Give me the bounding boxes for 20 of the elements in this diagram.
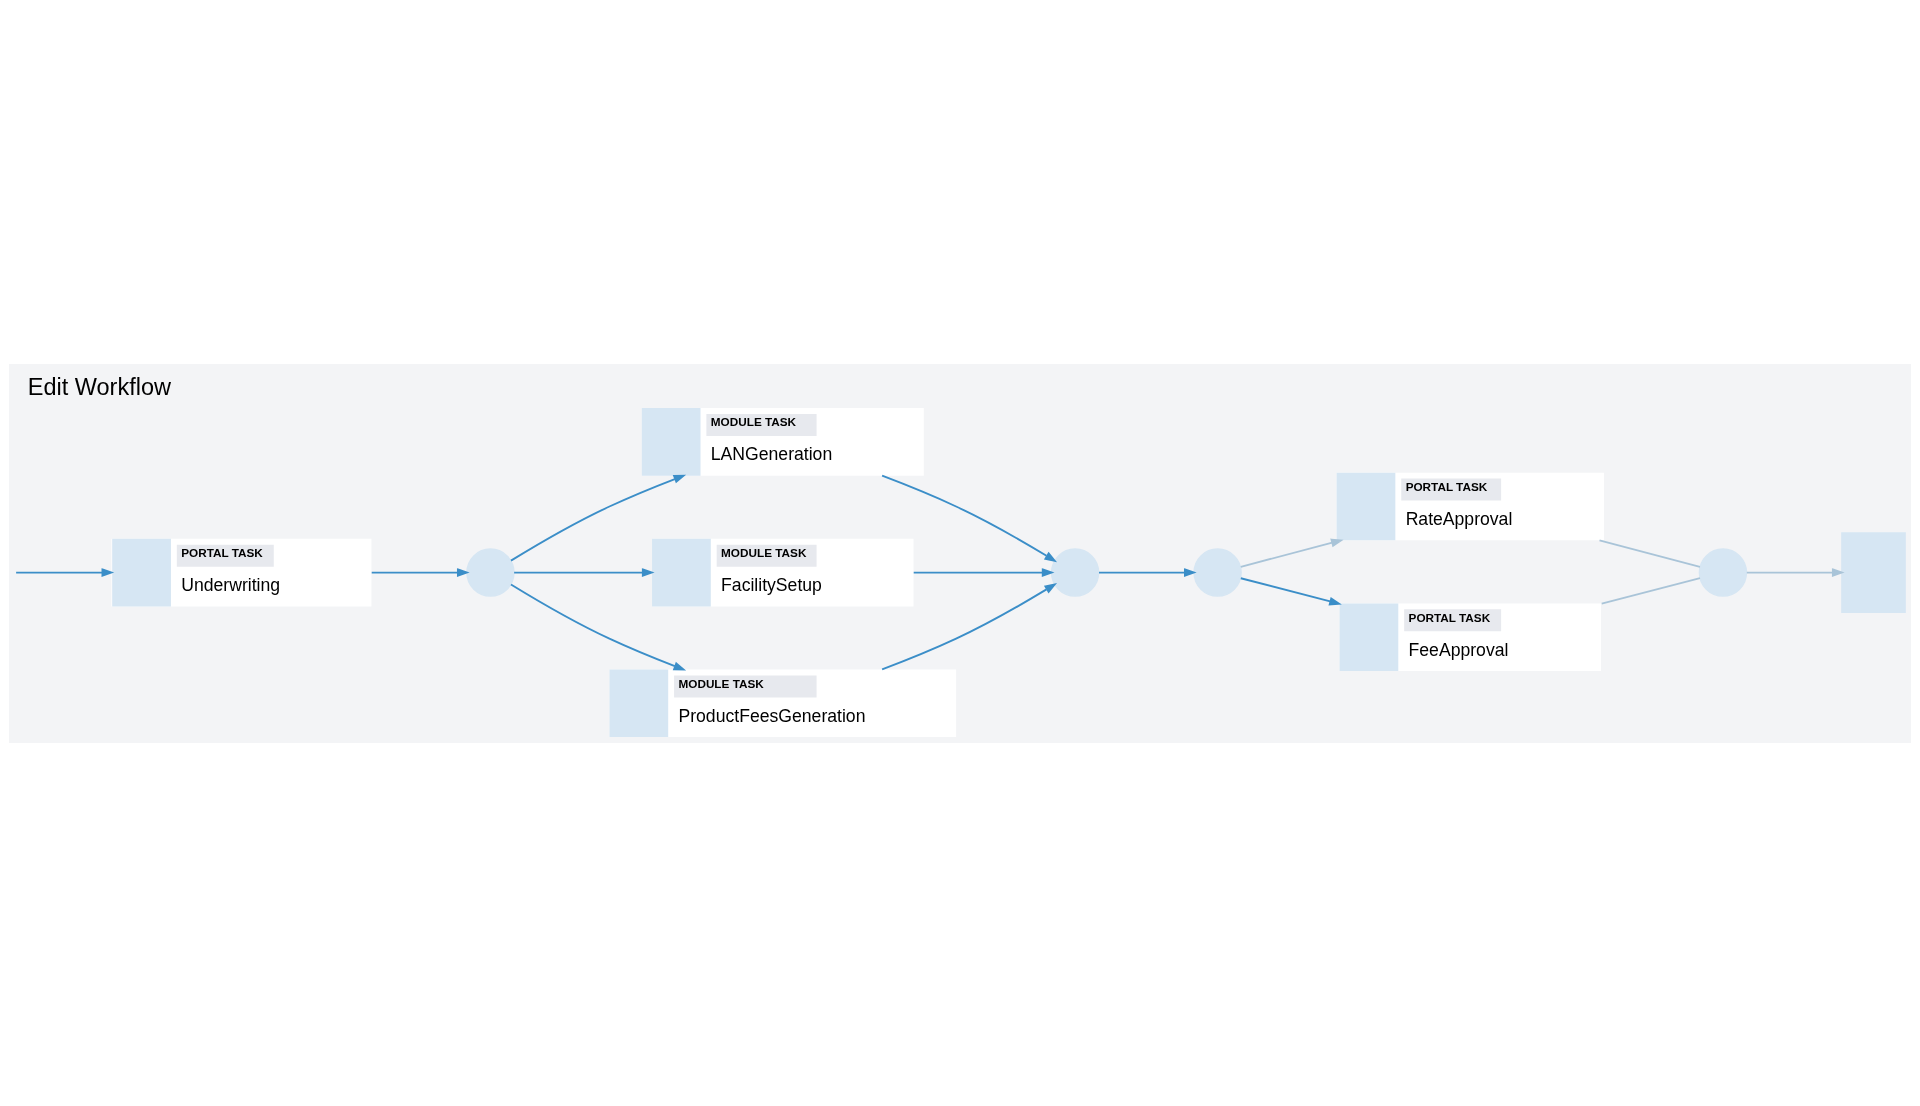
connector: [1600, 576, 1701, 605]
node-circle: [466, 547, 515, 597]
arrow: [1239, 576, 1342, 605]
arrow: [370, 567, 470, 577]
connector: [1598, 538, 1701, 568]
node-circle: [1698, 547, 1748, 597]
arrow: [1239, 538, 1344, 568]
diagram-title: Edit Workflow: [27, 373, 171, 400]
arrow: [510, 474, 687, 562]
arrow: [1098, 567, 1197, 577]
arrow: [881, 582, 1058, 670]
node-circle: [1050, 547, 1100, 597]
arrow: [1745, 567, 1845, 577]
arrow: [912, 567, 1055, 577]
arrow: [881, 474, 1058, 562]
arrow: [513, 567, 655, 577]
arrow: [510, 583, 687, 670]
arrow: [15, 567, 115, 577]
node-circle: [1193, 547, 1242, 597]
node-box: [1841, 531, 1906, 613]
